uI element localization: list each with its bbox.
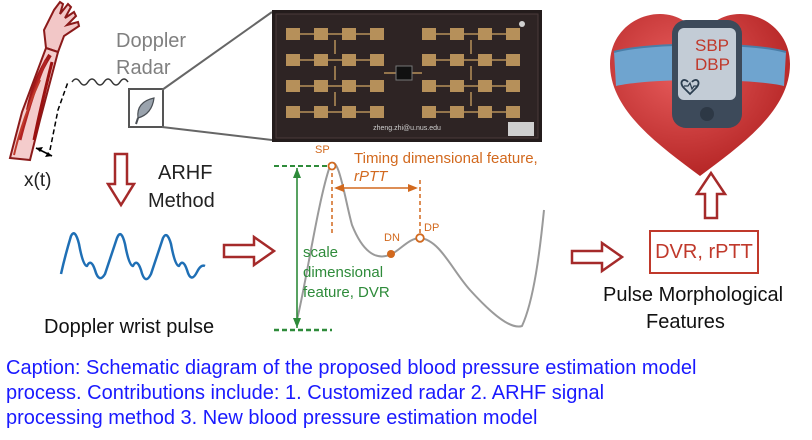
doppler-wrist-pulse-label: Doppler wrist pulse (44, 316, 215, 338)
dn-marker (387, 250, 395, 258)
scale-feature-label-1: scale (303, 244, 339, 261)
scale-feature-label-2: dimensional (303, 264, 384, 281)
pulse-morphological-label-1: Pulse Morphological (603, 284, 784, 306)
caption-line-3: processing method 3. New blood pressure … (6, 407, 538, 429)
right-arrow-icon-2 (570, 240, 624, 274)
down-arrow-icon (106, 152, 136, 208)
dbp-label: DBP (695, 55, 730, 74)
arhf-label-1: ARHF (158, 162, 213, 184)
dn-label: DN (384, 232, 400, 244)
sp-label: SP (315, 144, 330, 156)
caption-line-2: process. Contributions include: 1. Custo… (6, 382, 605, 404)
arhf-label-2: Method (148, 190, 215, 212)
radar-antenna-icon (128, 88, 164, 128)
timing-feature-label-2: rPTT (354, 168, 388, 185)
heart-bp-monitor-icon (610, 14, 790, 176)
pulse-morphological-label-2: Features (646, 311, 725, 333)
dp-label: DP (424, 222, 440, 234)
scale-feature-label-3: feature, DVR (303, 284, 390, 301)
doppler-radar-label-1: Doppler (116, 30, 187, 52)
dp-marker (415, 233, 425, 243)
right-arrow-icon-1 (222, 234, 276, 268)
timing-feature-label-1: Timing dimensional feature, (354, 150, 538, 167)
arm-illustration (8, 0, 81, 162)
radar-wave-icon (71, 78, 129, 86)
features-box: DVR, rPTT (649, 230, 759, 274)
pcb-text: zheng.zhi@u.nus.edu (373, 125, 441, 132)
sbp-label: SBP (695, 36, 730, 55)
wrist-pulse-waveform (59, 232, 206, 281)
xt-label: x(t) (24, 170, 52, 191)
caption-line-1: Caption: Schematic diagram of the propos… (6, 357, 697, 379)
caption: Caption: Schematic diagram of the propos… (6, 356, 806, 431)
up-arrow-icon (694, 170, 728, 220)
doppler-radar-label-2: Radar (116, 57, 171, 79)
sp-marker (327, 161, 337, 171)
radar-pcb-image: zheng.zhi@u.nus.edu (272, 10, 542, 142)
